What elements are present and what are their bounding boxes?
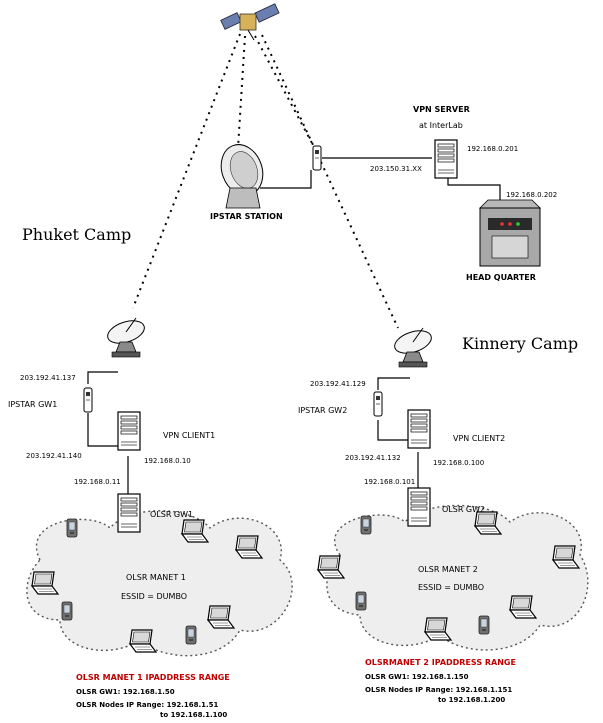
kinnery-pda-icon xyxy=(355,591,367,611)
vpn-modem-icon xyxy=(312,145,322,171)
phuket-dish-icon xyxy=(104,316,148,358)
vpn-server-location: at InterLab xyxy=(419,121,463,130)
kinnery-camp-title: Kinnery Camp xyxy=(462,334,578,353)
kinnery-range-nodes: OLSR Nodes IP Range: 192.168.1.151 xyxy=(365,686,512,694)
kinnery-pda-icon xyxy=(478,615,490,635)
vpn-server-lan-ip: 192.168.0.201 xyxy=(467,145,518,153)
phuket-olsr-gw-label: OLSR GW1 xyxy=(150,510,193,519)
satellite-icon xyxy=(220,3,280,41)
kinnery-range-title: OLSRMANET 2 IPADDRESS RANGE xyxy=(365,658,516,667)
phuket-olsr-gw-icon xyxy=(117,493,141,533)
kinnery-range-gw: OLSR GW1: 192.168.1.150 xyxy=(365,673,469,681)
phuket-vpn-client-ip: 192.168.0.10 xyxy=(144,457,191,465)
phuket-vpn-client-icon xyxy=(117,411,141,451)
head-quarter-icon xyxy=(479,199,541,267)
kinnery-ipstar-gw-icon xyxy=(373,391,383,417)
phuket-range-nodes: OLSR Nodes IP Range: 192.168.1.51 xyxy=(76,701,219,709)
phuket-range-gw: OLSR GW1: 192.168.1.50 xyxy=(76,688,175,696)
kinnery-essid: ESSID = DUMBO xyxy=(418,583,484,592)
phuket-manet-title: OLSR MANET 1 xyxy=(126,573,186,582)
kinnery-olsr-gw-icon xyxy=(407,487,431,527)
vpn-server-wan-ip: 203.150.31.XX xyxy=(370,165,422,173)
phuket-links xyxy=(87,371,129,494)
phuket-gw-ip-bottom: 203.192.41.140 xyxy=(26,452,82,460)
kinnery-links xyxy=(377,377,419,488)
head-quarter-ip: 192.168.0.202 xyxy=(506,191,557,199)
kinnery-gw-label: IPSTAR GW2 xyxy=(298,406,347,415)
kinnery-vpn-client-label: VPN CLIENT2 xyxy=(453,434,505,443)
kinnery-pda-icon xyxy=(360,515,372,535)
phuket-range-title: OLSR MANET 1 IPADDRESS RANGE xyxy=(76,673,230,682)
kinnery-gw-ip-bottom: 203.192.41.132 xyxy=(345,454,401,462)
vpn-server-label: VPN SERVER xyxy=(413,105,470,114)
head-quarter-label: HEAD QUARTER xyxy=(466,273,536,282)
phuket-pda-icon xyxy=(185,625,197,645)
kinnery-range-nodes-end: to 192.168.1.200 xyxy=(438,696,505,704)
phuket-pda-icon xyxy=(66,518,78,538)
kinnery-vpn-client-ip: 192.168.0.100 xyxy=(433,459,484,467)
kinnery-olsr-gw-label: OLSR GW2 xyxy=(442,505,485,514)
phuket-olsr-ip: 192.168.0.11 xyxy=(74,478,121,486)
phuket-essid: ESSID = DUMBO xyxy=(121,592,187,601)
phuket-range-nodes-end: to 192.168.1.100 xyxy=(160,711,227,719)
phuket-vpn-client-label: VPN CLIENT1 xyxy=(163,431,215,440)
ipstar-station-icon xyxy=(220,144,264,209)
vpn-server-icon xyxy=(434,139,458,179)
phuket-gw-label: IPSTAR GW1 xyxy=(8,400,57,409)
kinnery-olsr-ip: 192.168.0.101 xyxy=(364,478,415,486)
kinnery-dish-icon xyxy=(391,326,435,368)
kinnery-manet-title: OLSR MANET 2 xyxy=(418,565,478,574)
phuket-pda-icon xyxy=(61,601,73,621)
kinnery-gw-ip-top: 203.192.41.129 xyxy=(310,380,366,388)
ipstar-station-label: IPSTAR STATION xyxy=(210,212,283,221)
kinnery-vpn-client-icon xyxy=(407,409,431,449)
phuket-ipstar-gw-icon xyxy=(83,387,93,413)
wan-links xyxy=(260,157,501,205)
phuket-camp-title: Phuket Camp xyxy=(22,225,131,244)
phuket-gw-ip-top: 203.192.41.137 xyxy=(20,374,76,382)
satellite-links xyxy=(132,33,399,329)
